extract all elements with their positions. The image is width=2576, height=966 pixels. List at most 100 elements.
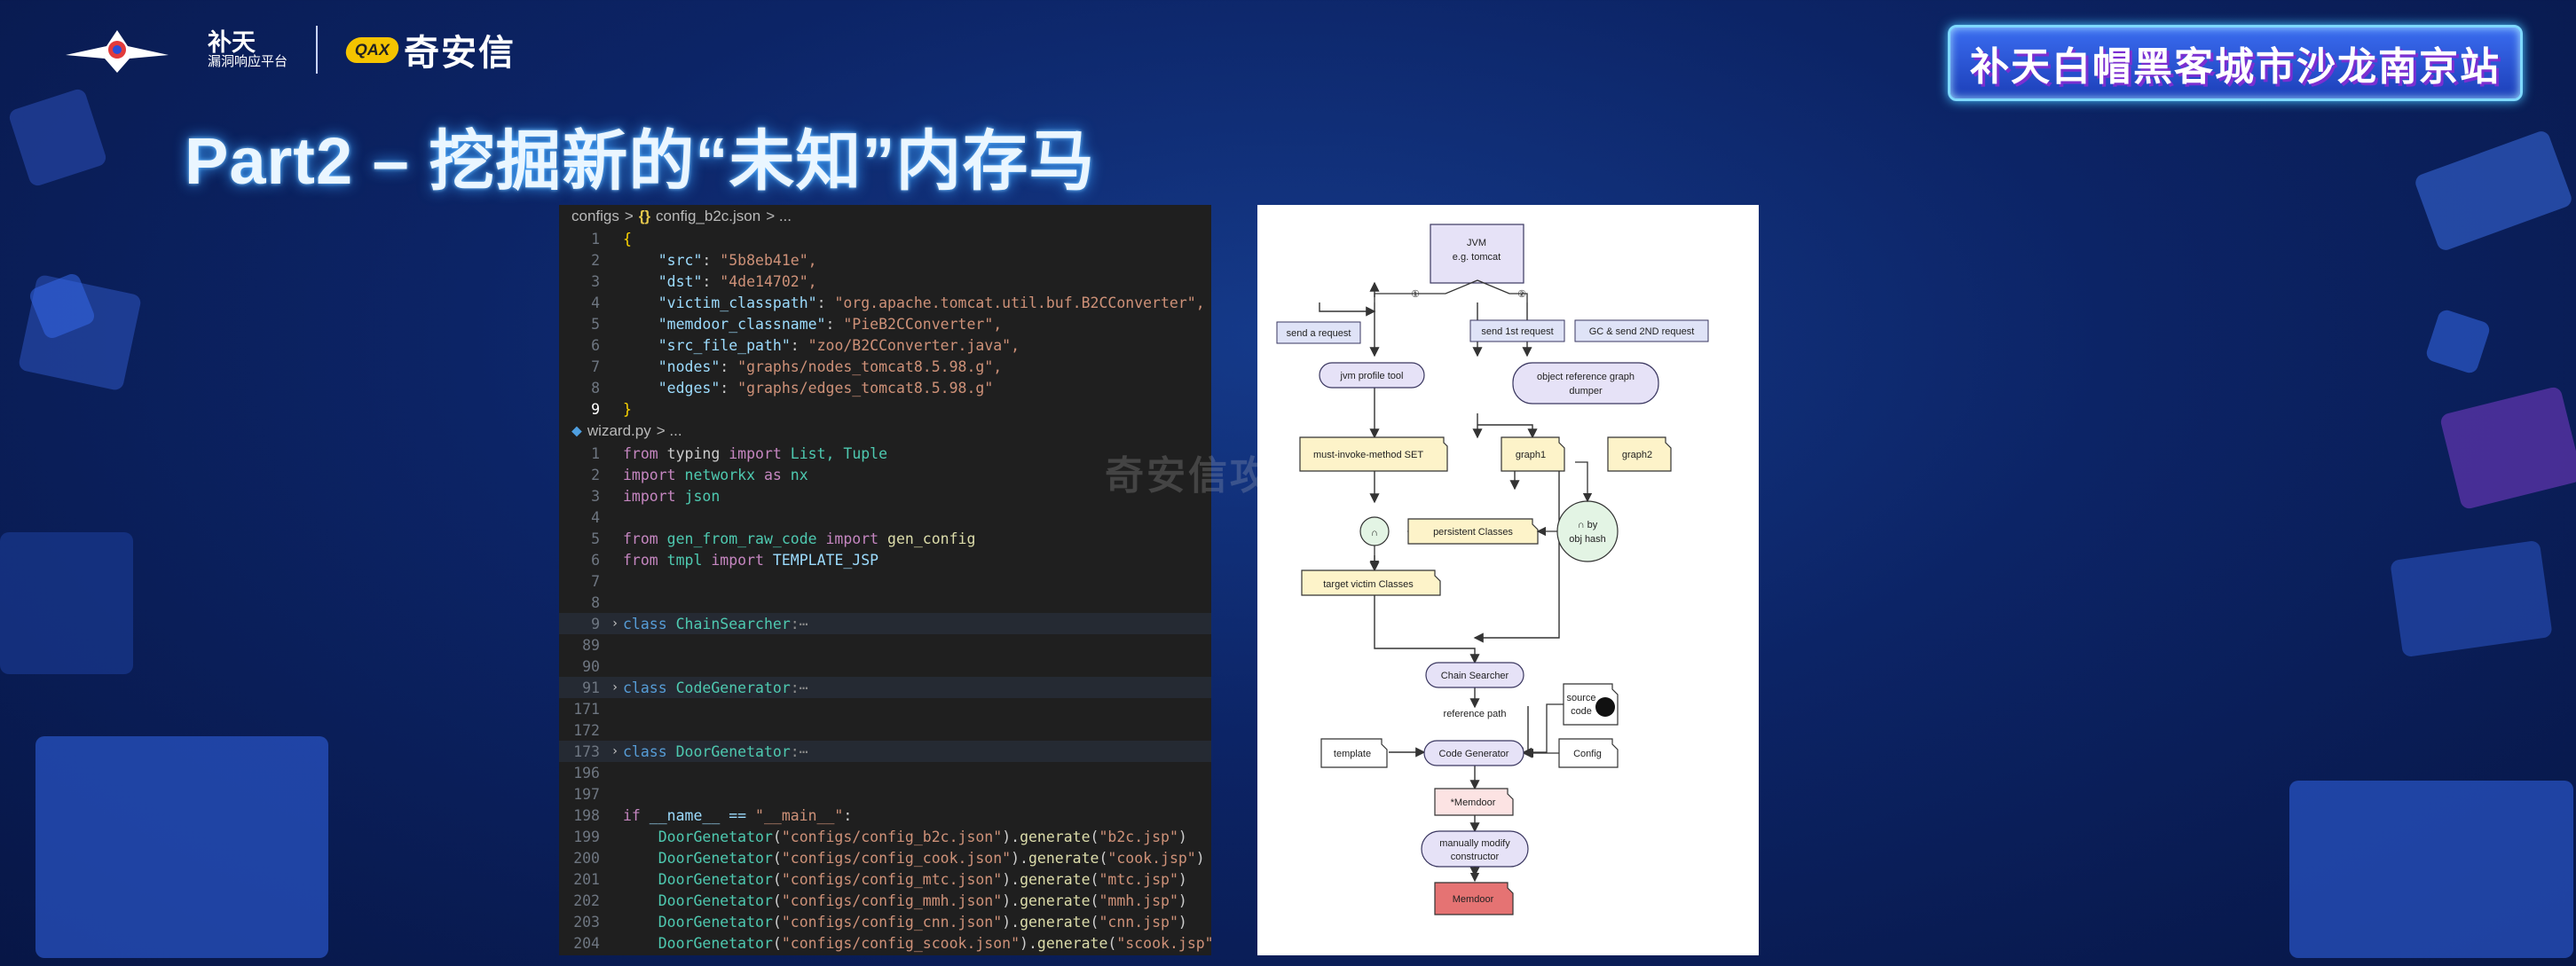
- code-line[interactable]: 7 "nodes": "graphs/nodes_tomcat8.5.98.g"…: [591, 357, 1003, 375]
- code-line[interactable]: 7: [591, 572, 600, 590]
- breadcrumb-json: configs > {} config_b2c.json > ...: [559, 205, 1211, 228]
- code-line-folded[interactable]: 9›class ChainSearcher:⋯: [559, 613, 1211, 634]
- chain-searcher-text: Chain Searcher: [1441, 671, 1509, 681]
- target-victim-note: [1301, 569, 1441, 596]
- source-code-text-1: source: [1566, 693, 1595, 703]
- code-line[interactable]: 202 DoorGenetator("configs/config_mmh.js…: [573, 891, 1187, 909]
- decor-left-screen: [0, 532, 133, 674]
- code-line[interactable]: 197: [573, 785, 600, 803]
- manually-modify-text-1: manually modify: [1439, 838, 1510, 849]
- code-line[interactable]: 3 "dst": "4de14702",: [591, 272, 817, 290]
- brand-name: 补天: [208, 28, 256, 56]
- code-line[interactable]: 196: [573, 764, 600, 781]
- persistent-classes-text: persistent Classes: [1433, 527, 1513, 538]
- breadcrumb-tail[interactable]: > ...: [766, 208, 792, 224]
- code-line[interactable]: 89: [582, 636, 600, 654]
- intersect-by-hash-text-2: obj hash: [1569, 534, 1606, 545]
- code-line[interactable]: 8 "edges": "graphs/edges_tomcat8.5.98.g": [591, 379, 994, 397]
- code-line[interactable]: 1{: [591, 230, 632, 247]
- code-line[interactable]: 9}: [591, 400, 632, 418]
- event-title: 补天白帽黑客城市沙龙南京站: [1948, 25, 2523, 101]
- gc-send-second-text: GC & send 2ND request: [1589, 326, 1695, 337]
- fold-chevron-icon[interactable]: ›: [611, 680, 619, 695]
- obj-ref-dumper-text-1: object reference graph: [1537, 372, 1635, 382]
- jvm-label: JVM: [1467, 238, 1486, 248]
- obj-ref-dumper-node: [1512, 362, 1659, 404]
- code-line[interactable]: 204 DoorGenetator("configs/config_scook.…: [573, 934, 1211, 952]
- code-line[interactable]: 201 DoorGenetator("configs/config_mtc.js…: [573, 870, 1187, 888]
- brand-divider: [316, 26, 319, 74]
- code-line[interactable]: 6 "src_file_path": "zoo/B2CConverter.jav…: [591, 336, 1020, 354]
- code-line[interactable]: 199 DoorGenetator("configs/config_b2c.js…: [573, 828, 1187, 845]
- intersect-by-hash-text-1: ∩ by: [1578, 520, 1598, 530]
- code-line[interactable]: 2 "src": "5b8eb41e",: [591, 251, 817, 269]
- code-editor: configs > {} config_b2c.json > ... 1{ 2 "…: [559, 205, 1211, 955]
- butian-logo-icon: [66, 30, 169, 73]
- architecture-diagram: JVM e.g. tomcat ① ② send a request send …: [1257, 205, 1759, 955]
- fold-chevron-icon[interactable]: ›: [611, 744, 619, 758]
- jvm-node: [1430, 224, 1524, 284]
- manually-modify-text-2: constructor: [1451, 852, 1500, 862]
- code-line[interactable]: 4: [591, 508, 600, 526]
- code-line[interactable]: 172: [573, 721, 600, 739]
- breadcrumb-folder[interactable]: configs: [571, 208, 619, 224]
- main-calls-block: 199 DoorGenetator("configs/config_b2c.js…: [559, 826, 1211, 954]
- breadcrumb-python: ⬥ wizard.py > ...: [559, 420, 1211, 443]
- decor-right-bottom-laptop: [2289, 781, 2573, 958]
- code-line[interactable]: 90: [582, 657, 600, 675]
- header-brand: 补天 漏洞响应平台 QAX 奇安信: [62, 20, 516, 80]
- code-line[interactable]: 200 DoorGenetator("configs/config_cook.j…: [573, 849, 1205, 867]
- code-line-folded[interactable]: 173›class DoorGenetator:⋯: [559, 741, 1211, 762]
- butian-brand-text: 补天 漏洞响应平台: [208, 30, 288, 69]
- intersect-by-hash-node: [1556, 500, 1619, 562]
- decor-right-card: [2390, 539, 2553, 658]
- code-line[interactable]: 5 "memdoor_classname": "PieB2CConverter"…: [591, 315, 1003, 333]
- qianxin-logo: QAX 奇安信: [343, 24, 516, 75]
- json-file-icon: {}: [638, 208, 651, 224]
- code-line[interactable]: 171: [573, 700, 600, 718]
- intersect-text: ∩: [1371, 528, 1378, 538]
- jvm-sublabel: e.g. tomcat: [1453, 252, 1501, 263]
- graph2-note: [1607, 436, 1672, 472]
- send-first-request-box: [1469, 319, 1565, 342]
- decor-left-bottom-computer: [35, 736, 328, 958]
- graph2-text: graph2: [1622, 450, 1652, 460]
- send-request-text: send a request: [1287, 328, 1351, 339]
- code-line[interactable]: 8: [591, 593, 600, 611]
- code-line[interactable]: 203 DoorGenetator("configs/config_cnn.js…: [573, 913, 1187, 931]
- template-text: template: [1334, 749, 1371, 759]
- breadcrumb-py-file[interactable]: wizard.py: [587, 422, 651, 439]
- obj-ref-dumper-text-2: dumper: [1569, 386, 1603, 397]
- chain-searcher-node: [1425, 662, 1524, 688]
- memdoor-draft-text: *Memdoor: [1451, 797, 1496, 808]
- config-text: Config: [1573, 749, 1602, 759]
- breadcrumb-py-tail[interactable]: > ...: [656, 422, 682, 439]
- fold-chevron-icon[interactable]: ›: [611, 617, 619, 631]
- flow-diagram-svg: JVM e.g. tomcat ① ② send a request send …: [1276, 224, 1709, 915]
- reference-path-text: reference path: [1444, 709, 1507, 719]
- decor-chip-right: [2424, 308, 2492, 375]
- code-line-folded[interactable]: 91›class CodeGenerator:⋯: [559, 677, 1211, 698]
- jvm-profile-tool-text: jvm profile tool: [1340, 371, 1404, 381]
- must-invoke-note: [1299, 436, 1448, 472]
- graph1-text: graph1: [1516, 450, 1546, 460]
- source-code-text-2: code: [1571, 706, 1592, 717]
- breadcrumb-sep: >: [624, 208, 634, 224]
- decor-right-telescope: [2413, 129, 2574, 253]
- branch-two-label: ②: [1517, 289, 1526, 300]
- send-first-request-text: send 1st request: [1481, 326, 1553, 337]
- send-request-label-box: [1276, 321, 1361, 344]
- qax-badge: QAX: [343, 36, 401, 63]
- config-note: [1558, 738, 1619, 768]
- github-icon: [1595, 697, 1615, 717]
- breadcrumb-file[interactable]: config_b2c.json: [656, 208, 761, 224]
- code-line[interactable]: 4 "victim_classpath": "org.apache.tomcat…: [591, 294, 1205, 311]
- gc-send-second-box: [1574, 319, 1709, 342]
- code-generator-node: [1423, 740, 1524, 766]
